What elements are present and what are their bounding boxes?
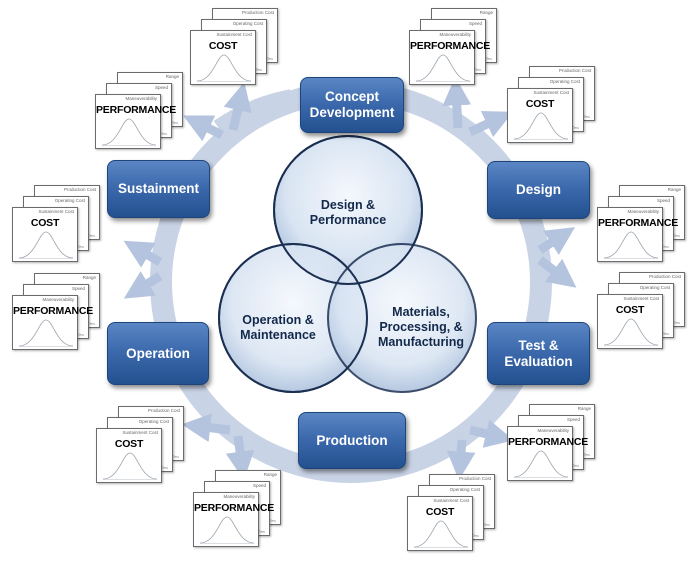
phase-sustainment[interactable]: Sustainment xyxy=(107,160,210,218)
card-metric-label: Sustainment Cost xyxy=(433,498,469,503)
card-metric-label: Range xyxy=(165,74,179,79)
card-metric-label: Maneuverability xyxy=(125,96,157,101)
card-metric-label: Speed xyxy=(468,21,482,26)
phase-operation[interactable]: Operation xyxy=(107,322,209,385)
card-metric-label: Operating Cost xyxy=(138,419,169,424)
outward-arrows xyxy=(123,76,577,481)
card-metric-label: Maneuverability xyxy=(627,209,659,214)
bell-curve-icon xyxy=(196,54,252,82)
bell-curve-icon xyxy=(18,231,74,259)
phase-label: Concept Development xyxy=(309,89,395,120)
card-metric-label: Sustainment Cost xyxy=(623,296,659,301)
circle-label-operation-maintenance: Operation & Maintenance xyxy=(240,313,316,342)
card-metric-label: Production Cost xyxy=(241,10,274,15)
phase-label: Design xyxy=(515,182,561,197)
card-metric-label: Operating Cost xyxy=(232,21,263,26)
bell-curve-icon xyxy=(199,516,255,544)
card-title: PERFORMANCE xyxy=(410,40,491,52)
card-title: COST xyxy=(615,304,645,316)
bell-curve-icon xyxy=(603,318,659,346)
card-title: COST xyxy=(114,438,144,450)
bell-curve-icon xyxy=(102,452,158,480)
card-metric-label: Operating Cost xyxy=(639,285,670,290)
phase-production[interactable]: Production xyxy=(298,412,406,469)
card-metric-label: Operating Cost xyxy=(449,487,480,492)
bell-curve-icon xyxy=(513,112,569,140)
card-title: PERFORMANCE xyxy=(96,104,177,116)
bell-curve-icon xyxy=(18,319,74,347)
phase-label: Test & Evaluation xyxy=(504,337,573,369)
card-metric-label: Speed xyxy=(566,417,580,422)
card-metric-label: Production Cost xyxy=(458,476,491,481)
card-metric-label: Range xyxy=(577,406,591,411)
card-metric-label: Operating Cost xyxy=(54,198,85,203)
phase-label: Production xyxy=(316,432,388,448)
card-title: COST xyxy=(30,217,60,229)
phase-label: Operation xyxy=(126,345,190,361)
phase-label: Sustainment xyxy=(117,181,199,196)
card-metric-label: Maneuverability xyxy=(439,32,471,37)
card-metric-label: Speed xyxy=(71,286,85,291)
card-metric-label: Range xyxy=(667,187,681,192)
card-title: COST xyxy=(525,98,555,110)
bell-curve-icon xyxy=(513,450,569,478)
card-metric-label: Sustainment Cost xyxy=(216,32,252,37)
card-metric-label: Speed xyxy=(656,198,670,203)
card-metric-label: Production Cost xyxy=(63,187,96,192)
bell-curve-icon xyxy=(415,54,471,82)
card-metric-label: Sustainment Cost xyxy=(533,90,569,95)
card-title: COST xyxy=(425,506,455,518)
phase-concept-development[interactable]: Concept Development xyxy=(300,77,404,133)
bell-curve-icon xyxy=(101,118,157,146)
circle-label-materials: Materials, Processing, & Manufacturing xyxy=(377,305,465,349)
card-title: PERFORMANCE xyxy=(598,217,679,229)
card-metric-label: Range xyxy=(479,10,493,15)
phase-design[interactable]: Design xyxy=(487,161,590,219)
card-title: PERFORMANCE xyxy=(194,502,275,514)
card-metric-label: Sustainment Cost xyxy=(38,209,74,214)
circle-label-design-performance: Design & Performance xyxy=(309,198,387,227)
card-metric-label: Maneuverability xyxy=(42,297,74,302)
card-title: COST xyxy=(208,40,238,52)
card-metric-label: Maneuverability xyxy=(223,494,255,499)
phase-test-evaluation[interactable]: Test & Evaluation xyxy=(487,322,590,385)
card-title: PERFORMANCE xyxy=(13,305,94,317)
venn-diagram xyxy=(218,135,477,393)
card-metric-label: Speed xyxy=(252,483,266,488)
card-metric-label: Production Cost xyxy=(648,274,681,279)
materials-circle xyxy=(327,243,477,393)
bell-curve-icon xyxy=(603,231,659,259)
bell-curve-icon xyxy=(413,520,469,548)
card-metric-label: Production Cost xyxy=(147,408,180,413)
card-metric-label: Range xyxy=(263,472,277,477)
card-metric-label: Production Cost xyxy=(558,68,591,73)
card-metric-label: Operating Cost xyxy=(549,79,580,84)
card-metric-label: Sustainment Cost xyxy=(122,430,158,435)
card-metric-label: Range xyxy=(82,275,96,280)
card-metric-label: Maneuverability xyxy=(537,428,569,433)
card-title: PERFORMANCE xyxy=(508,436,589,448)
card-metric-label: Speed xyxy=(154,85,168,90)
